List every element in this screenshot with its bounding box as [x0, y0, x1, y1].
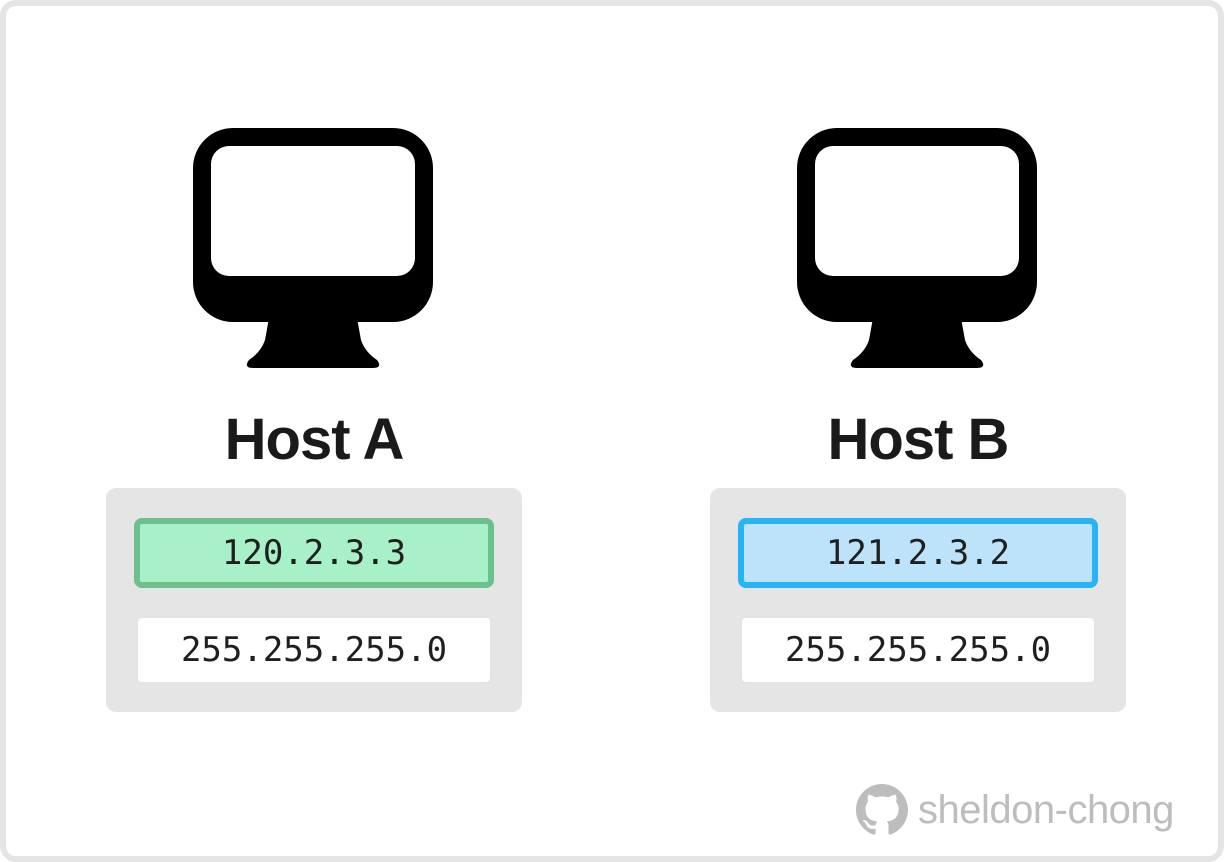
- subnet-mask: 255.255.255.0: [138, 618, 490, 682]
- address-card: 120.2.3.3 255.255.255.0: [106, 488, 522, 712]
- ip-address: 120.2.3.3: [134, 518, 494, 588]
- host-name: Host B: [827, 407, 1010, 472]
- host-name: Host A: [224, 407, 405, 472]
- github-icon: [856, 784, 908, 835]
- ip-address: 121.2.3.2: [738, 518, 1098, 588]
- address-card: 121.2.3.2 255.255.255.0: [710, 488, 1126, 712]
- subnet-mask: 255.255.255.0: [742, 618, 1094, 682]
- monitor-icon: [797, 128, 1037, 368]
- watermark-text: sheldon-chong: [918, 787, 1174, 832]
- watermark: sheldon-chong: [856, 782, 1174, 838]
- monitor-icon: [193, 128, 433, 368]
